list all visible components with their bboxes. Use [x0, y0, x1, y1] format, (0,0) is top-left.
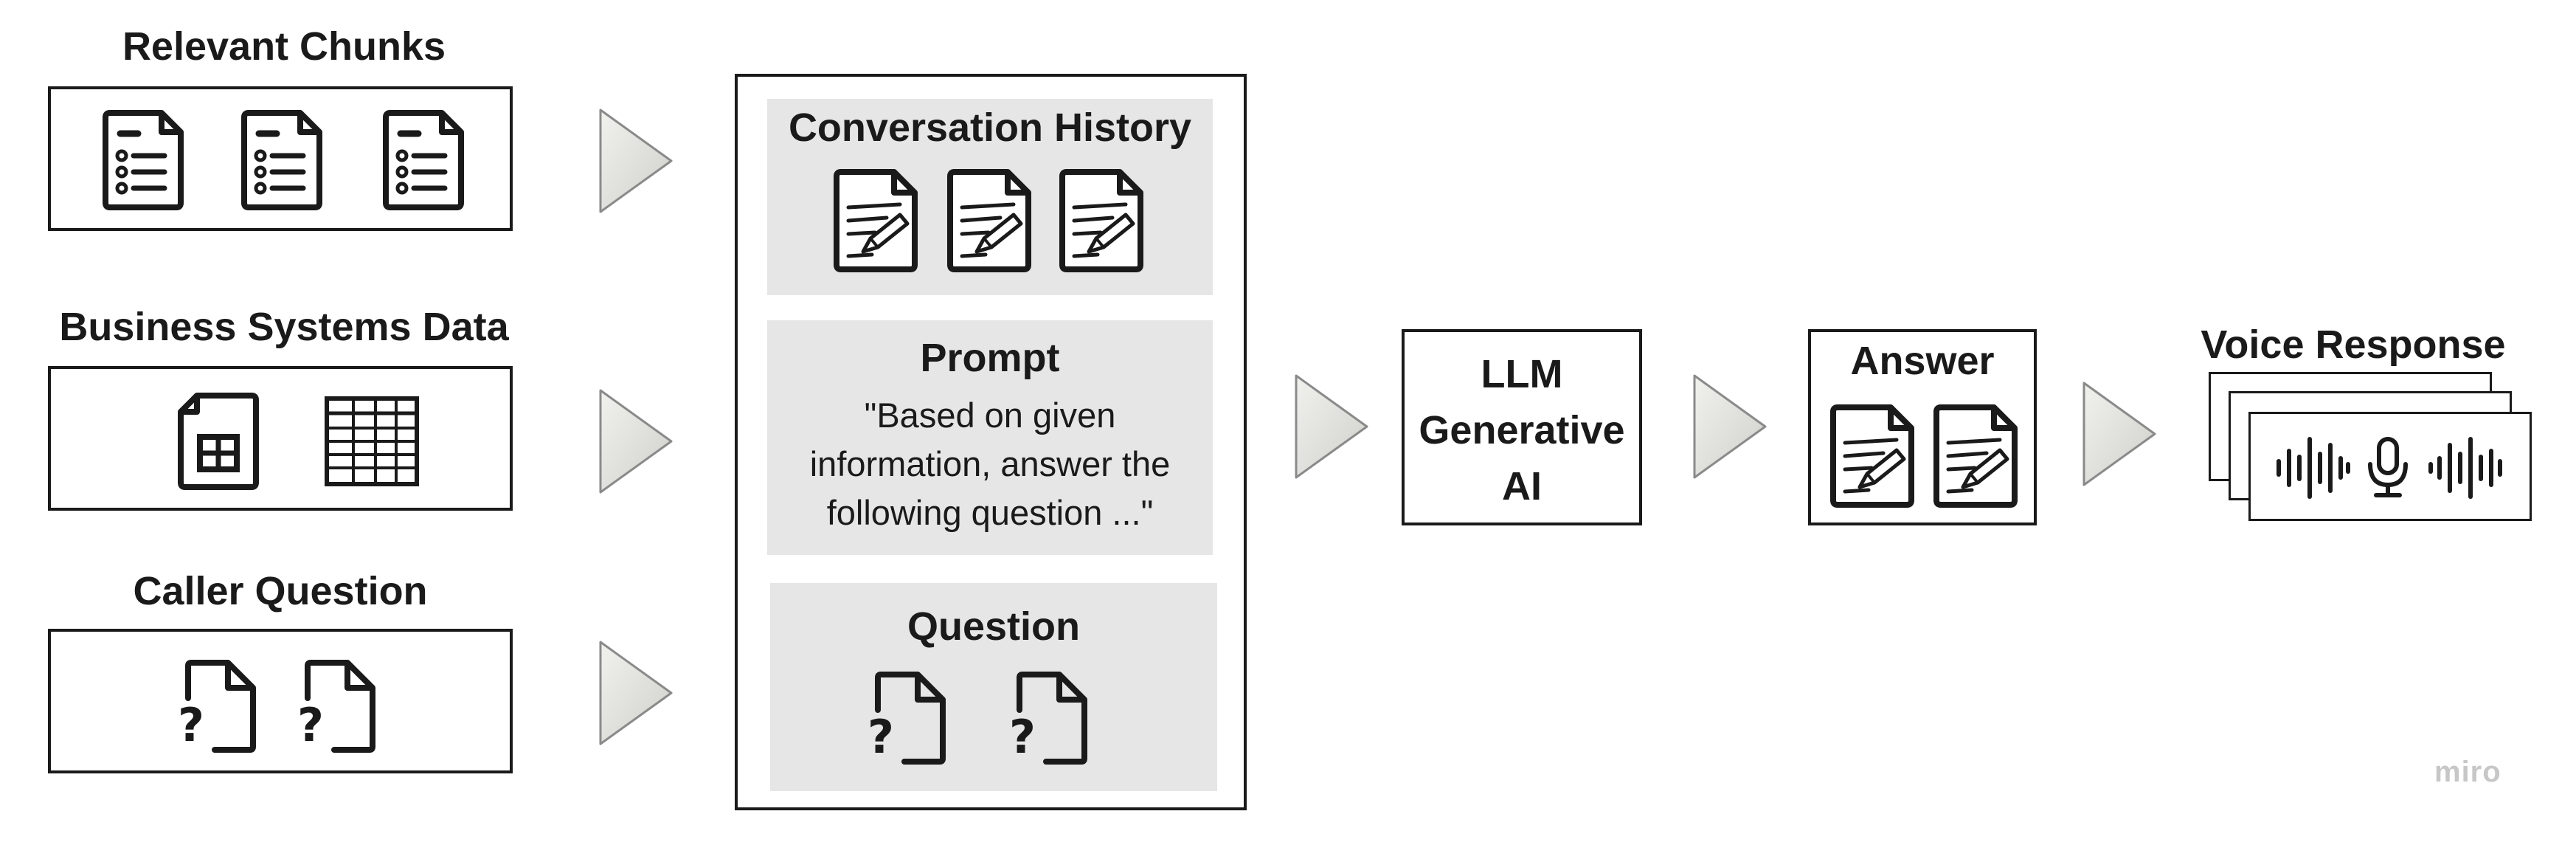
svg-text:?: ?	[1009, 710, 1036, 764]
answer-label: Answer	[1850, 339, 1995, 383]
microphone-icon	[2368, 437, 2408, 497]
conversation-history-title: Conversation History	[788, 106, 1192, 150]
sound-wave-icon	[2428, 437, 2502, 499]
edit-document-icon	[1933, 404, 2018, 508]
svg-text:?: ?	[868, 710, 894, 764]
caller-question-box[interactable]: ? ?	[48, 629, 513, 773]
svg-text:?: ?	[297, 698, 324, 752]
arrow-icon	[599, 641, 673, 745]
table-grid-icon	[325, 396, 419, 486]
edit-document-icon	[1830, 404, 1914, 508]
business-systems-data-label: Business Systems Data	[59, 305, 509, 349]
arrow-icon	[599, 108, 673, 213]
document-list-icon	[103, 110, 184, 210]
arrow-icon	[1295, 374, 1368, 479]
llm-line-1: LLM	[1481, 352, 1563, 396]
prompt-line-3: following question ..."	[826, 493, 1154, 532]
business-systems-data-box[interactable]	[48, 366, 513, 511]
context-box: Conversation History	[735, 74, 1247, 810]
question-document-icon: ?	[297, 660, 375, 753]
prompt-panel: Prompt "Based on given information, answ…	[767, 320, 1213, 555]
question-document-icon: ?	[178, 660, 256, 753]
document-list-icon	[383, 110, 464, 210]
voice-response-box[interactable]	[2248, 412, 2532, 521]
svg-text:?: ?	[178, 698, 204, 752]
llm-line-2: Generative	[1419, 408, 1625, 452]
arrow-icon	[599, 389, 673, 494]
caller-question-label: Caller Question	[133, 569, 428, 613]
question-document-icon: ?	[1009, 672, 1087, 765]
relevant-chunks-label: Relevant Chunks	[122, 24, 446, 69]
conversation-history-panel: Conversation History	[767, 99, 1213, 295]
voice-response-label: Voice Response	[2201, 323, 2506, 367]
question-document-icon: ?	[868, 672, 946, 765]
arrow-icon	[1693, 374, 1767, 479]
document-list-icon	[241, 110, 322, 210]
edit-document-icon	[947, 169, 1031, 272]
answer-box[interactable]: Answer	[1808, 329, 2037, 525]
prompt-title: Prompt	[920, 336, 1060, 380]
question-panel: Question ? ?	[770, 583, 1217, 791]
relevant-chunks-box[interactable]	[48, 86, 513, 231]
llm-line-3: AI	[1502, 464, 1542, 508]
spreadsheet-file-icon	[178, 393, 259, 490]
sound-wave-icon	[2276, 437, 2350, 499]
question-title: Question	[907, 604, 1080, 649]
edit-document-icon	[834, 169, 918, 272]
prompt-line-1: "Based on given	[864, 396, 1116, 435]
arrow-icon	[2082, 382, 2156, 486]
edit-document-icon	[1059, 169, 1143, 272]
prompt-line-2: information, answer the	[809, 444, 1171, 483]
llm-box[interactable]: LLM Generative AI	[1402, 329, 1642, 525]
miro-watermark: miro	[2434, 756, 2501, 788]
